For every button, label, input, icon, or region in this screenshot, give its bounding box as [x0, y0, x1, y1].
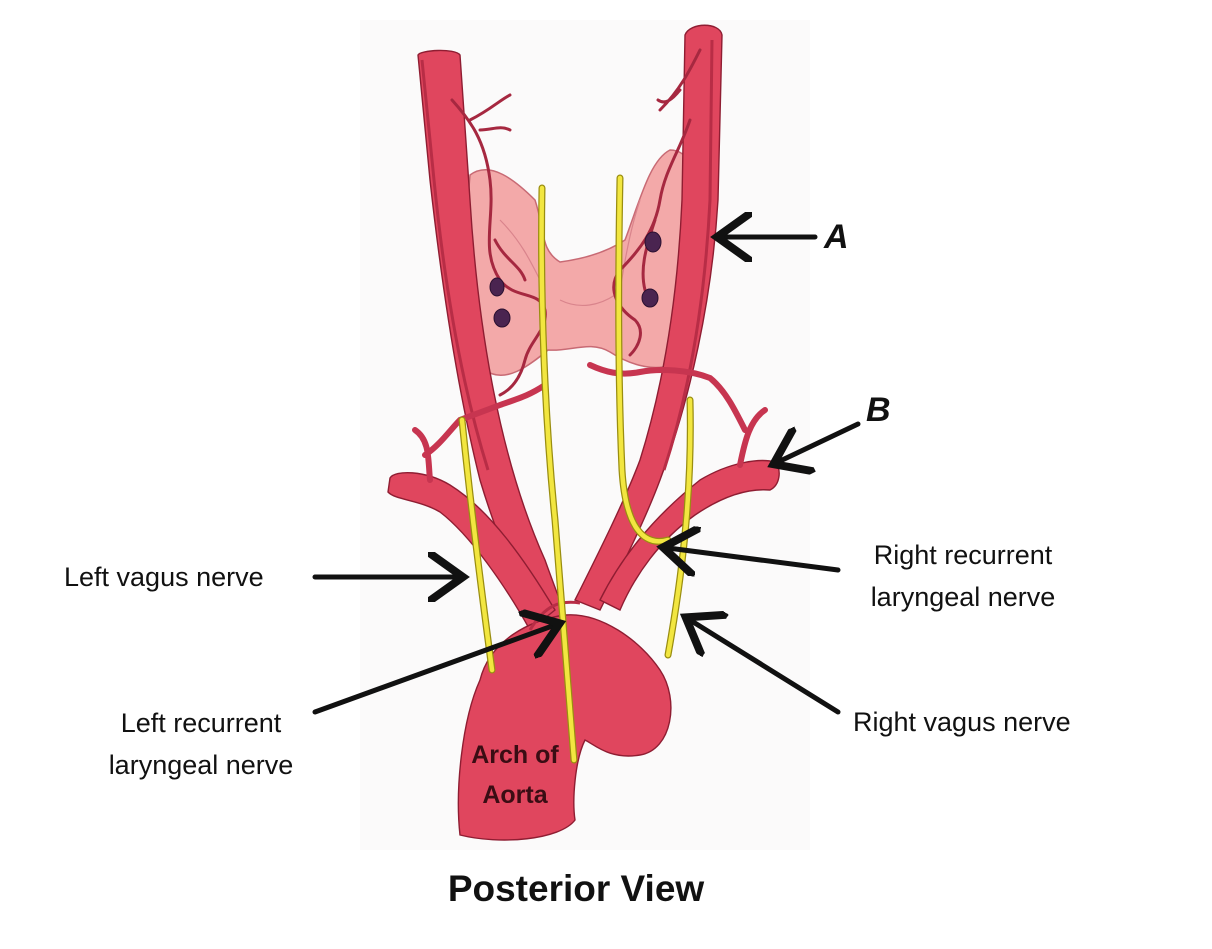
thyroid-arteries — [450, 48, 702, 397]
pointer-arrows — [312, 237, 861, 715]
arrow-left-recurrent — [312, 625, 555, 715]
parathyroid-glands — [489, 231, 662, 328]
label-left-recurrent-laryngeal-nerve: Left recurrent laryngeal nerve — [86, 702, 316, 786]
label-b: B — [866, 391, 891, 429]
label-right-recurrent-laryngeal-nerve: Right recurrent laryngeal nerve — [848, 534, 1078, 618]
label-a: A — [824, 218, 849, 256]
nerves — [458, 174, 694, 764]
parathyroid-lower-left — [493, 308, 511, 328]
arrow-right-vagus — [690, 620, 841, 715]
label-left-vagus-nerve: Left vagus nerve — [64, 562, 264, 592]
label-arch-of-aorta: Arch of Aorta — [455, 735, 575, 815]
label-right-recurrent-line1: Right recurrent — [873, 540, 1053, 570]
label-left-recurrent-line2: laryngeal nerve — [108, 750, 294, 780]
label-left-recurrent-line1: Left recurrent — [120, 708, 282, 738]
arrow-right-recurrent — [668, 548, 841, 570]
arrow-b — [778, 421, 861, 462]
label-right-recurrent-line2: laryngeal nerve — [870, 582, 1056, 612]
diagram-title: Posterior View — [447, 868, 705, 909]
label-aorta-line2: Aorta — [482, 781, 548, 809]
parathyroid-upper-left — [489, 277, 505, 297]
parathyroid-lower-right — [641, 288, 659, 308]
parathyroid-upper-right — [644, 231, 662, 253]
label-aorta-line1: Arch of — [471, 741, 559, 769]
label-right-vagus-nerve: Right vagus nerve — [853, 707, 1071, 737]
